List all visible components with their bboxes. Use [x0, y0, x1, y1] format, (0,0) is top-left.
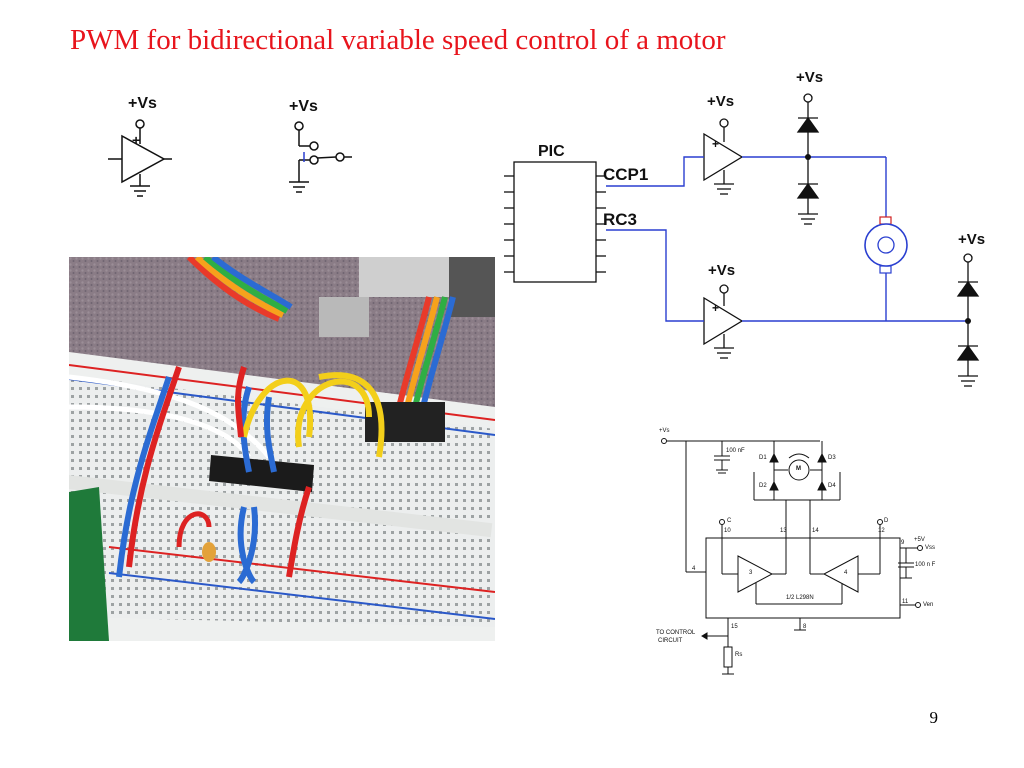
l298-d2: D2 [759, 483, 767, 489]
svg-text:+: + [132, 132, 140, 148]
l298-control2: CIRCUIT [658, 638, 683, 644]
l298-pin12: 12 [878, 528, 885, 534]
l298-pin10: 10 [724, 528, 731, 534]
bottom-diode-supply: +Vs [958, 231, 986, 248]
top-diode-supply: +Vs [796, 69, 824, 86]
l298-pin-d: D [884, 518, 889, 524]
motor-symbol [864, 216, 908, 274]
l298-d3: D3 [828, 455, 836, 461]
l298-pin8: 8 [803, 624, 807, 630]
l298-cap-top: 100 nF [726, 448, 745, 454]
l298-rs: Rs [735, 652, 743, 658]
l298-vss: Vss [925, 545, 936, 551]
l298-pin11: 11 [902, 599, 909, 605]
l298-d4: D4 [828, 483, 836, 489]
l298-pin14: 14 [812, 528, 819, 534]
l298-amp4: 4 [844, 570, 848, 576]
ccp1-label: CCP1 [603, 165, 649, 184]
top-driver-supply: +Vs [707, 93, 735, 110]
l298-amp3: 3 [749, 570, 753, 576]
l298-pin9: 9 [901, 540, 905, 546]
l298-pin15: 15 [731, 624, 738, 630]
switch-supply-label: +Vs [289, 98, 318, 115]
pic-label: PIC [538, 143, 565, 160]
opamp-supply-label: +Vs [128, 95, 157, 112]
svg-text:+: + [712, 137, 719, 151]
l298-cap-right: 100 n F [915, 562, 936, 568]
svg-text:+: + [712, 301, 719, 315]
l298-motor: M [796, 466, 801, 472]
slide-title: PWM for bidirectional variable speed con… [70, 24, 726, 56]
l298-plus5v: +5V [914, 537, 925, 543]
l298-control1: TO CONTROL [656, 630, 696, 636]
breadboard-photo [69, 257, 495, 641]
l298-chip: 1/2 L298N [786, 595, 814, 601]
l298-pin-c: C [727, 518, 732, 524]
bottom-driver-supply: +Vs [708, 262, 736, 279]
l298-d1: D1 [759, 455, 767, 461]
l298-pin13: 13 [780, 528, 787, 534]
rc3-label: RC3 [603, 210, 638, 229]
l298-ven: Ven [923, 602, 934, 608]
l298-pin4: 4 [692, 566, 696, 572]
slide-number: 9 [929, 708, 939, 727]
l298-vs: +Vs [659, 428, 670, 434]
